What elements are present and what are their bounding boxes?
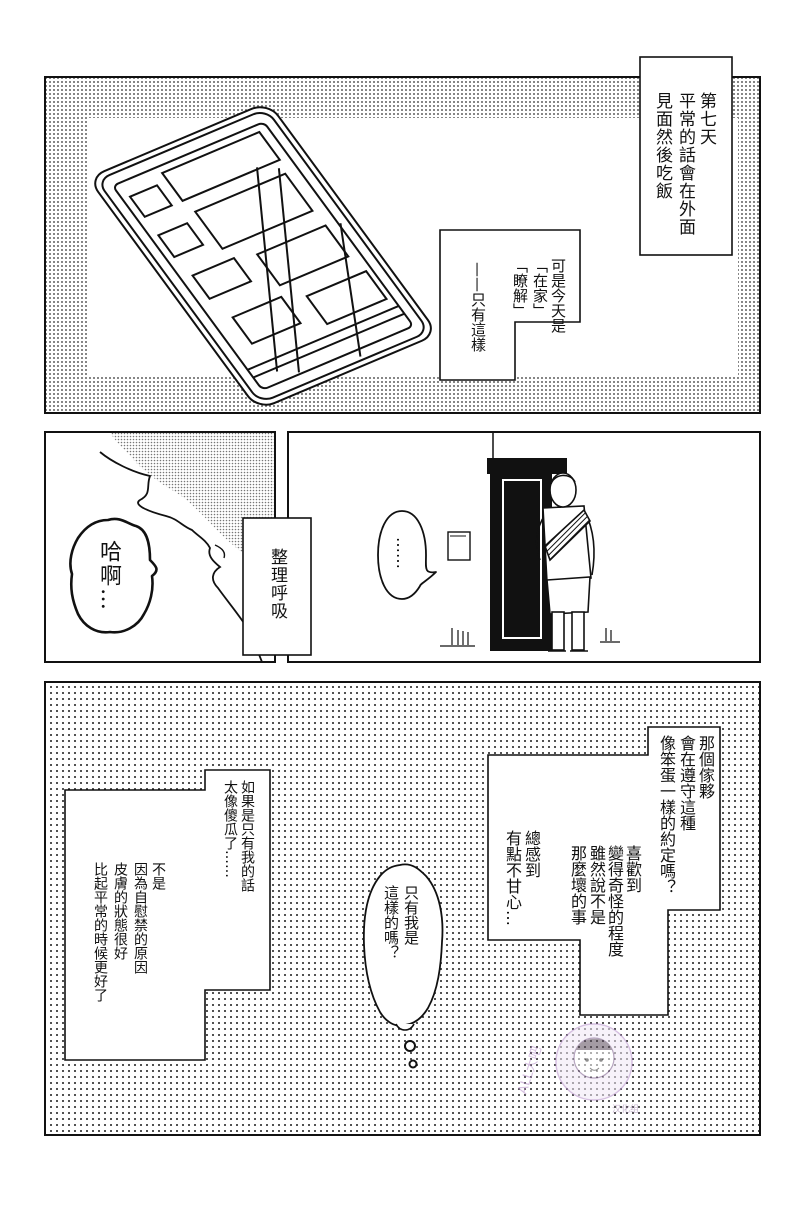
caption-right-line-5: 變得奇怪的程度 <box>605 845 624 957</box>
speech-panel-3: …… <box>393 537 412 569</box>
thought-dot-large <box>404 1040 416 1052</box>
caption-right-line-2: 會在遵守這種 <box>677 735 696 831</box>
person-figure <box>535 472 595 652</box>
thought-line-2: 這樣的嗎？ <box>382 885 400 960</box>
caption-breath: 整理呼吸 <box>267 548 287 620</box>
smartphone-icon <box>88 102 438 410</box>
caption-b-line-3: 「瞭解」 <box>511 258 529 318</box>
caption-b-line-4: ——只有這樣 <box>469 262 487 352</box>
caption-left-line-1: 如果是只有我的話 <box>239 780 255 892</box>
caption-box-right <box>487 726 721 1016</box>
caption-a-line-3: 見面然後吃飯 <box>652 92 672 200</box>
caption-b-line-1: 可是今天是 <box>549 258 567 333</box>
caption-left-line-6: 比起平常的時候更好了 <box>92 862 108 1002</box>
caption-box-a <box>639 56 733 256</box>
caption-a-line-1: 第七天 <box>696 92 716 146</box>
panel-1-border <box>44 76 761 414</box>
caption-left-line-3: 不是 <box>150 862 166 890</box>
caption-left-line-5: 皮膚的狀態很好 <box>112 862 128 960</box>
caption-right-line-4: 喜歡到 <box>623 845 642 893</box>
face-profile <box>99 451 263 662</box>
caption-right-line-1: 那個傢夥 <box>696 735 715 799</box>
panel-1 <box>44 56 761 414</box>
thought-dot-small <box>408 1059 418 1069</box>
caption-right-line-3: 像笨蛋一樣的約定嗎？ <box>657 735 676 895</box>
caption-box-breath <box>242 517 312 656</box>
caption-box-b <box>439 229 581 381</box>
thought-line-1: 只有我是 <box>402 885 420 945</box>
speech-bubble-panel-3 <box>377 510 437 600</box>
caption-b-line-2: 「在家」 <box>531 258 549 318</box>
panel-2 <box>44 431 276 663</box>
caption-right-line-7: 那麼壞的事 <box>568 845 587 925</box>
caption-right-line-6: 雖然說不是 <box>587 845 606 925</box>
watermark-subtext: 汉化组 <box>612 1103 639 1115</box>
caption-a-line-2: 平常的話會在外面 <box>675 92 695 236</box>
panel-3 <box>287 431 761 663</box>
floor-marks <box>440 628 620 647</box>
hair-tone <box>110 432 275 575</box>
wall-switch <box>447 531 471 561</box>
caption-right-line-9: 有點不甘心… <box>503 830 522 926</box>
caption-left-line-2: 太像傻瓜了…… <box>222 780 238 878</box>
caption-box-left <box>64 769 271 1061</box>
doorway <box>487 458 567 651</box>
panel-4 <box>44 681 761 1136</box>
caption-left-line-4: 因為自慰禁的原因 <box>132 862 148 974</box>
speech-bubble-panel-2 <box>69 517 158 634</box>
caption-right-line-8: 總感到 <box>522 830 541 878</box>
speech-panel-2: 哈啊… <box>96 540 121 612</box>
